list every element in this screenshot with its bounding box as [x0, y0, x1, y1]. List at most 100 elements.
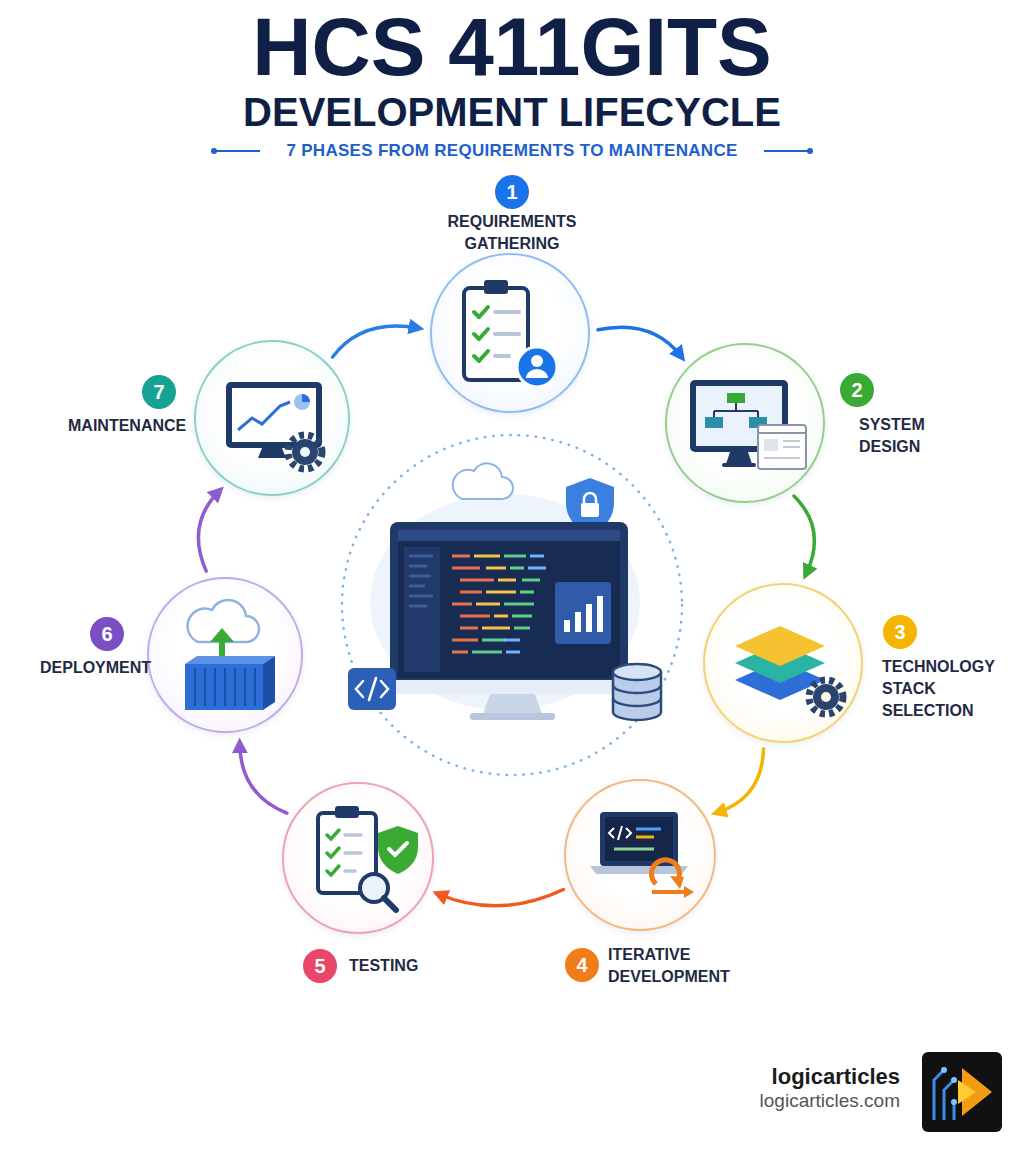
- center-illustration-part: [470, 713, 555, 720]
- center-illustration-part: [613, 672, 661, 720]
- center-illustration-part: [348, 668, 396, 710]
- step-number: 1: [495, 175, 529, 209]
- clipboard-icon-part: [474, 307, 488, 361]
- stack-layers-icon-part: [735, 626, 825, 666]
- laptop-icon: [590, 812, 694, 898]
- phase-label: ITERATIVE DEVELOPMENT: [608, 944, 748, 988]
- center-illustration-part: [390, 680, 628, 694]
- subtitle: 7 PHASES FROM REQUIREMENTS TO MAINTENANC…: [257, 141, 767, 161]
- design-monitor-icon: [690, 380, 806, 469]
- title-rule-part: [216, 150, 808, 152]
- deployment-icon-part: [188, 600, 259, 642]
- deployment-icon-part: [185, 656, 275, 664]
- step-number: 3: [883, 615, 917, 649]
- phase-label: SYSTEM DESIGN: [859, 414, 959, 458]
- laptop-icon-part: [609, 826, 631, 840]
- brand-logo-part: [941, 1067, 947, 1073]
- deployment-icon-part: [263, 656, 275, 710]
- center-illustration-part: [390, 522, 628, 694]
- center-illustration-part: [566, 478, 614, 535]
- brand-logo-part: [934, 1070, 954, 1120]
- maintenance-icon-part: [258, 448, 286, 458]
- testing-icon-part: [345, 835, 361, 871]
- phase-circle: 4ITERATIVE DEVELOPMENT: [564, 779, 716, 931]
- cycle-arrow: [333, 326, 419, 357]
- phase-label: TESTING: [349, 955, 469, 977]
- maintenance-icon-part: [294, 394, 310, 410]
- design-monitor-icon-part: [726, 452, 752, 464]
- deployment-icon-part: [219, 638, 225, 668]
- center-illustration-part: [483, 694, 542, 714]
- testing-icon-part: [360, 874, 388, 902]
- brand-logo-part: [951, 1099, 957, 1105]
- maintenance-icon-part: [302, 394, 310, 402]
- phase-circle: 2SYSTEM DESIGN: [665, 343, 825, 503]
- phase-circle: 5TESTING: [282, 782, 434, 934]
- brand-name: logicarticles: [700, 1064, 900, 1090]
- phase-label: DEPLOYMENT: [40, 657, 180, 679]
- center-illustration-part: [356, 678, 388, 700]
- phase-label: REQUIREMENTS GATHERING: [437, 211, 587, 255]
- center-illustration-part: [453, 463, 513, 499]
- phase-label: TECHNOLOGY STACK SELECTION: [882, 656, 1010, 722]
- maintenance-icon-part: [226, 382, 322, 448]
- step-number: 7: [142, 375, 176, 409]
- design-monitor-icon-part: [696, 386, 782, 446]
- stack-layers-icon-part: [813, 684, 839, 710]
- center-illustration: [342, 435, 682, 775]
- center-illustration-part: [613, 664, 661, 680]
- step-number: 6: [90, 617, 124, 651]
- brand-logo-part: [951, 1077, 957, 1083]
- step-number: 4: [565, 948, 599, 982]
- laptop-icon-part: [590, 866, 688, 874]
- design-monitor-icon-part: [749, 417, 767, 428]
- laptop-icon-part: [636, 836, 654, 839]
- center-illustration-part: [581, 503, 599, 517]
- testing-icon-part: [335, 806, 359, 818]
- center-illustration-part: [398, 530, 620, 541]
- center-illustration-part: [555, 582, 611, 644]
- cycle-arrow: [598, 327, 681, 356]
- clipboard-icon-part: [464, 288, 528, 380]
- design-monitor-icon-part: [764, 441, 800, 458]
- center-illustration-part: [613, 685, 661, 706]
- brand-logo-part: [922, 1052, 1002, 1132]
- stack-layers-icon-part: [809, 680, 843, 714]
- testing-icon-part: [378, 826, 418, 874]
- brand-url: logicarticles.com: [700, 1090, 900, 1112]
- clipboard-icon-part: [517, 347, 557, 387]
- cycle-arrow: [438, 890, 563, 906]
- maintenance-icon: [226, 382, 322, 469]
- deployment-icon-part: [210, 628, 234, 642]
- center-illustration-part: [474, 556, 516, 628]
- stack-layers-icon-part: [821, 692, 831, 702]
- design-monitor-icon-part: [727, 393, 745, 403]
- cycle-arrow: [717, 749, 763, 813]
- design-monitor-icon-part: [764, 439, 778, 451]
- phase-circle: 6DEPLOYMENT: [147, 577, 303, 733]
- stack-layers-icon-part: [735, 643, 825, 683]
- design-monitor-icon-part: [705, 417, 723, 428]
- clipboard-icon-part: [531, 355, 543, 367]
- design-monitor-icon-part: [690, 380, 788, 452]
- clipboard-icon: [464, 280, 557, 387]
- center-illustration-part: [452, 556, 494, 652]
- maintenance-icon-part: [300, 447, 310, 457]
- stack-layers-icon-part: [735, 660, 825, 700]
- cycle-arrow: [198, 491, 219, 571]
- stack-layers-icon: [735, 626, 843, 714]
- design-monitor-icon-part: [758, 432, 806, 434]
- phase-label: MAINTENANCE: [68, 415, 208, 437]
- brand-logo-part: [962, 1068, 992, 1116]
- testing-icon-part: [318, 813, 376, 893]
- phase-circle: 3TECHNOLOGY STACK SELECTION: [703, 583, 863, 743]
- testing-icon-part: [384, 898, 396, 910]
- deployment-icon-part: [185, 664, 263, 710]
- diagram-title: HCS 411GITS DEVELOPMENT LIFECYCLE: [212, 4, 812, 134]
- center-illustration-part: [504, 556, 546, 652]
- testing-icon-part: [327, 830, 339, 875]
- center-illustration-part: [472, 556, 540, 652]
- center-illustration-part: [584, 493, 596, 504]
